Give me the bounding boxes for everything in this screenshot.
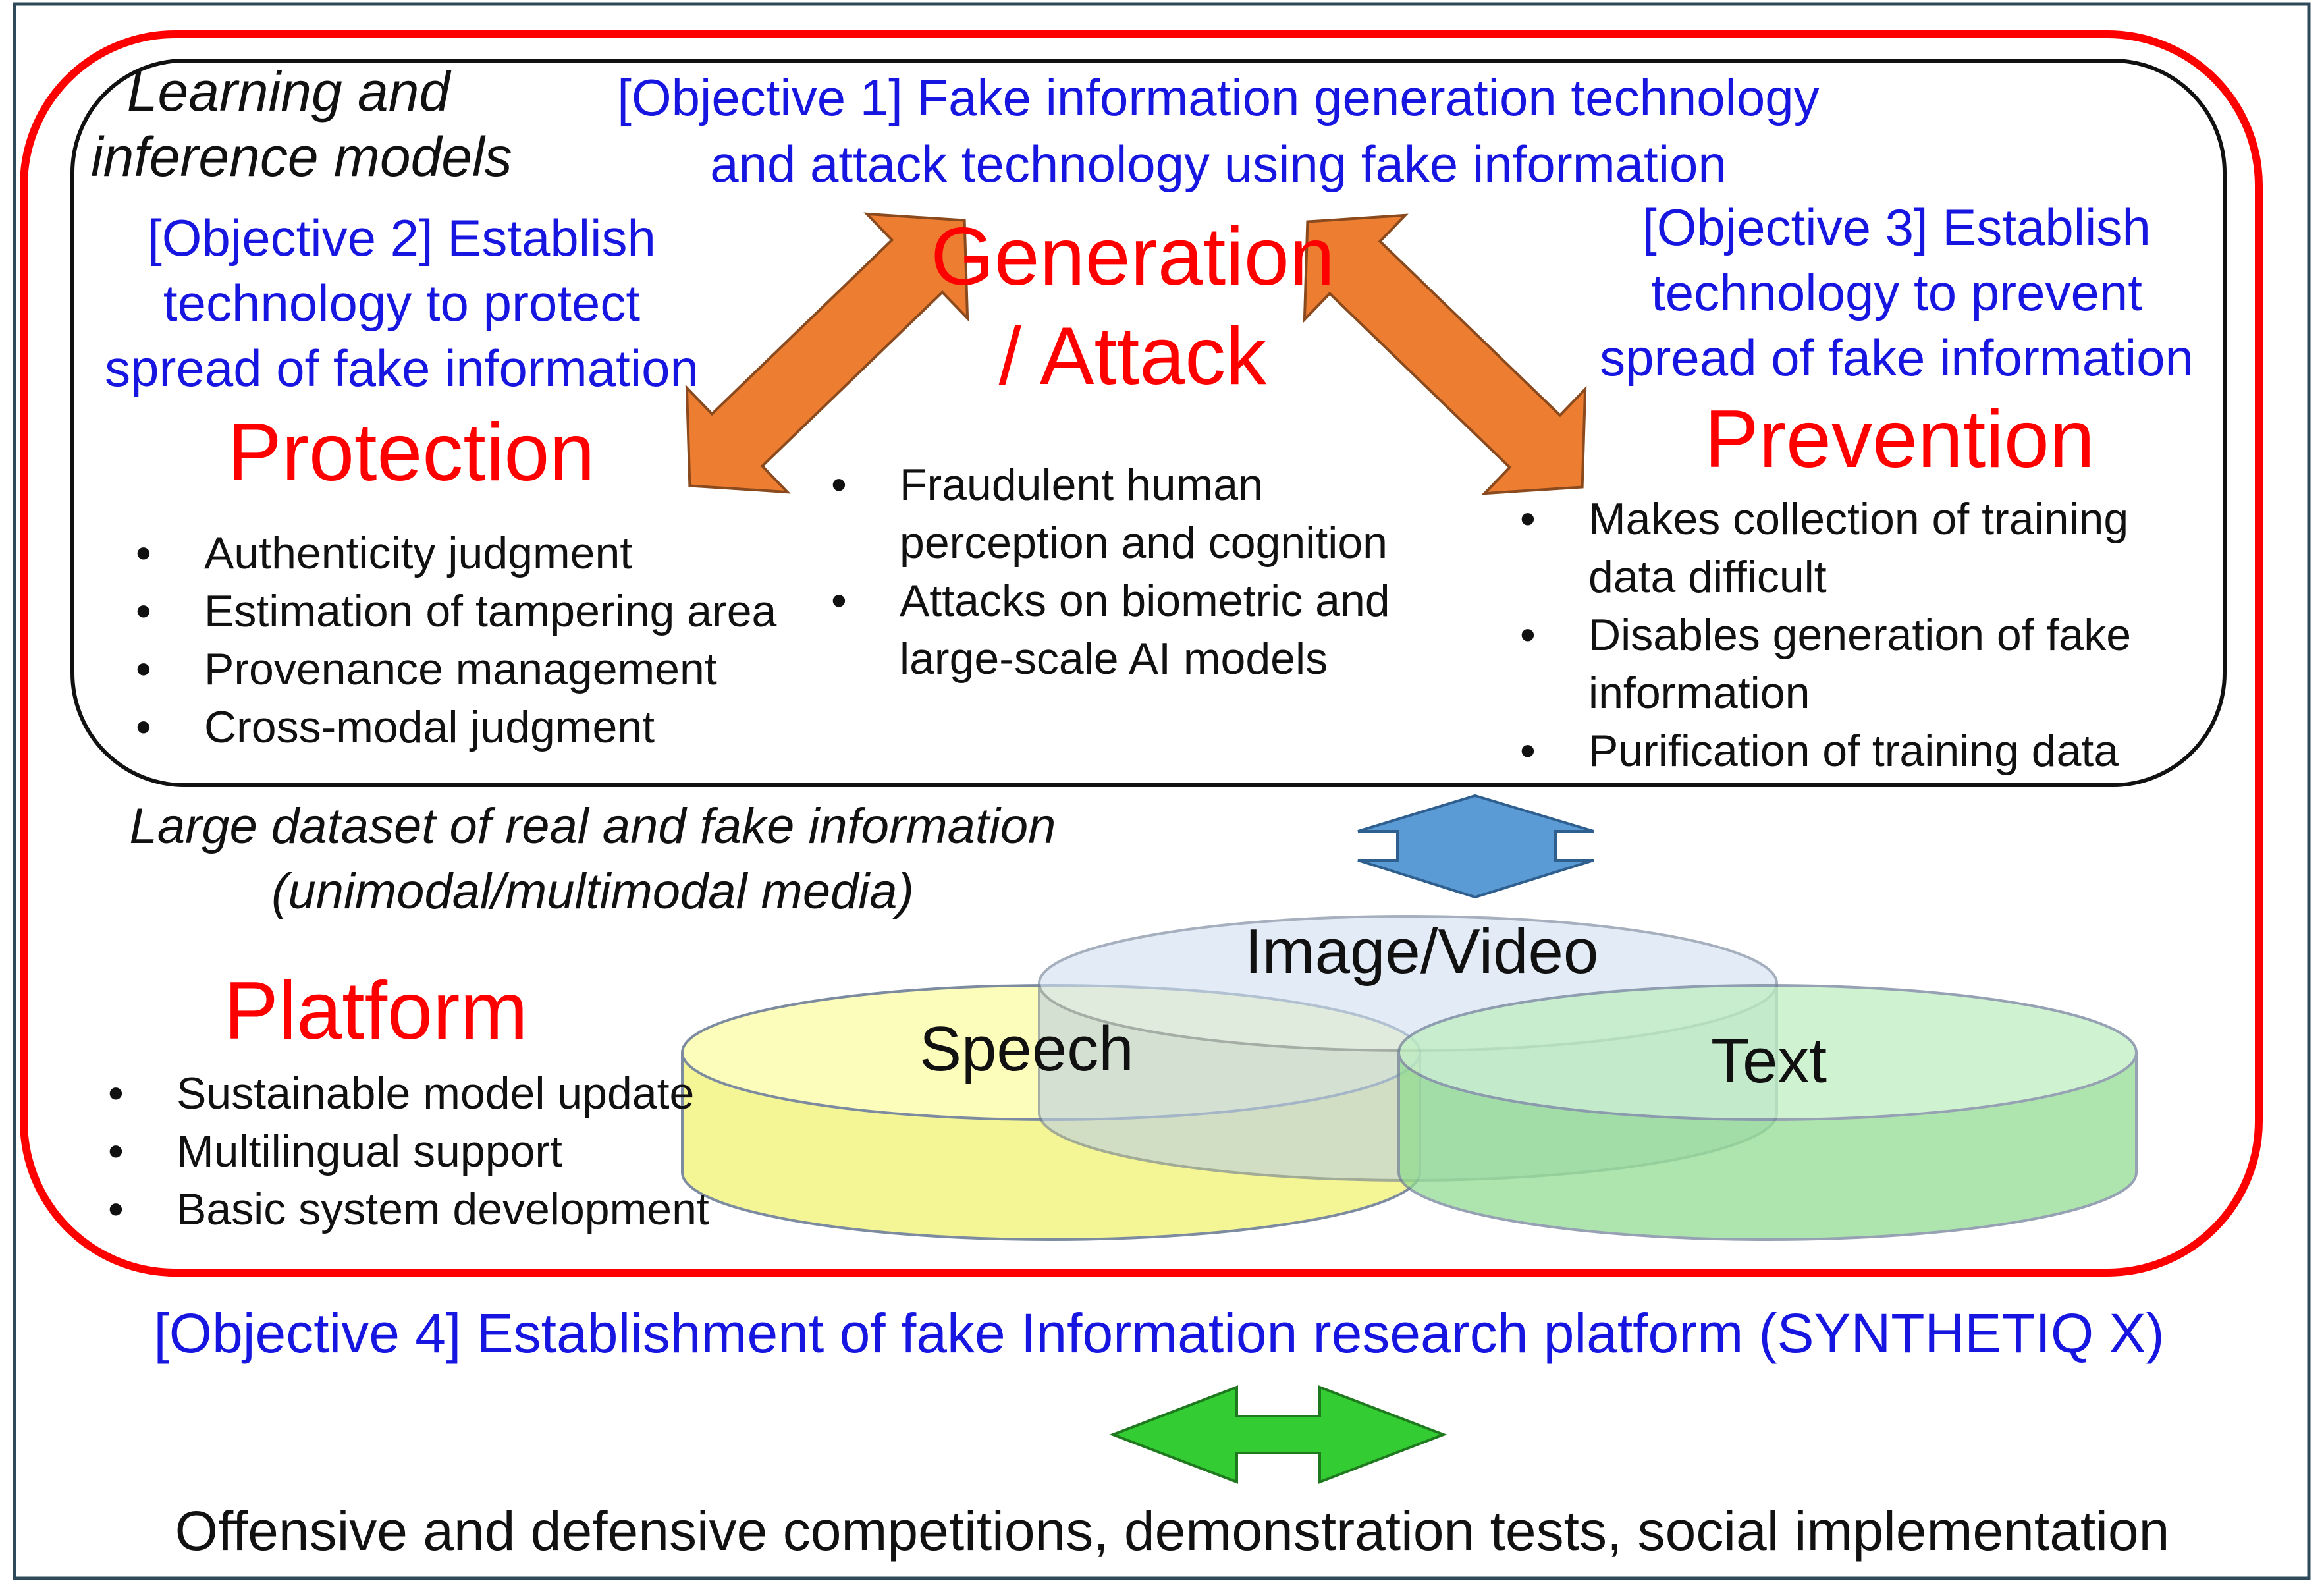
red-frame [20,30,2263,1277]
list-item: Makes collection of training data diffic… [1520,490,2131,606]
list-item: Fraudulent human perception and cognitio… [831,456,1390,572]
speech-label: Speech [919,1014,1134,1084]
text-label: Text [1711,1026,1827,1096]
green-double-arrow [1109,1385,1447,1484]
generation-prevention-arrow [1303,213,1587,495]
objective-4-label: [Objective 4] Establishment of fake Info… [153,1302,2165,1364]
outer-border [13,2,2311,1580]
list-item: Estimation of tampering area [136,582,776,640]
protection-generation-arrow [685,212,969,494]
list-item: Provenance management [136,640,776,698]
list-item: Attacks on biometric and large-scale AI … [831,572,1390,688]
objective-1-label: [Objective 1] Fake information generatio… [617,69,1820,194]
platform-heading: Platform [224,966,528,1057]
platform-list: Sustainable model update Multilingual su… [108,1064,709,1238]
objective-3-label: [Objective 3] Establish technology to pr… [1600,198,2194,387]
protection-heading: Protection [227,407,595,498]
generation-attack-heading: Generation / Attack [931,211,1335,402]
attack-list: Fraudulent human perception and cognitio… [831,456,1390,688]
outcome-label: Offensive and defensive competitions, de… [175,1500,2170,1562]
list-item: Purification of training data [1520,722,2131,780]
dataset-label: Large dataset of real and fake informati… [129,798,1056,920]
list-item: Cross-modal judgment [136,698,776,756]
list-item: Sustainable model update [108,1064,709,1122]
list-item: Authenticity judgment [136,524,776,582]
objective-2-label: [Objective 2] Establish technology to pr… [105,209,699,398]
list-item: Basic system development [108,1180,709,1238]
models-label: Learning and inference models [91,61,512,188]
protection-list: Authenticity judgment Estimation of tamp… [136,524,776,756]
models-frame [70,59,2227,787]
text-disk [1397,984,2138,1241]
list-item: Multilingual support [108,1122,709,1180]
list-item: Disables generation of fake information [1520,606,2131,722]
blue-double-arrow [1357,794,1594,899]
prevention-heading: Prevention [1704,394,2095,485]
prevention-list: Makes collection of training data diffic… [1520,490,2131,780]
image-video-label: Image/Video [1245,916,1599,987]
